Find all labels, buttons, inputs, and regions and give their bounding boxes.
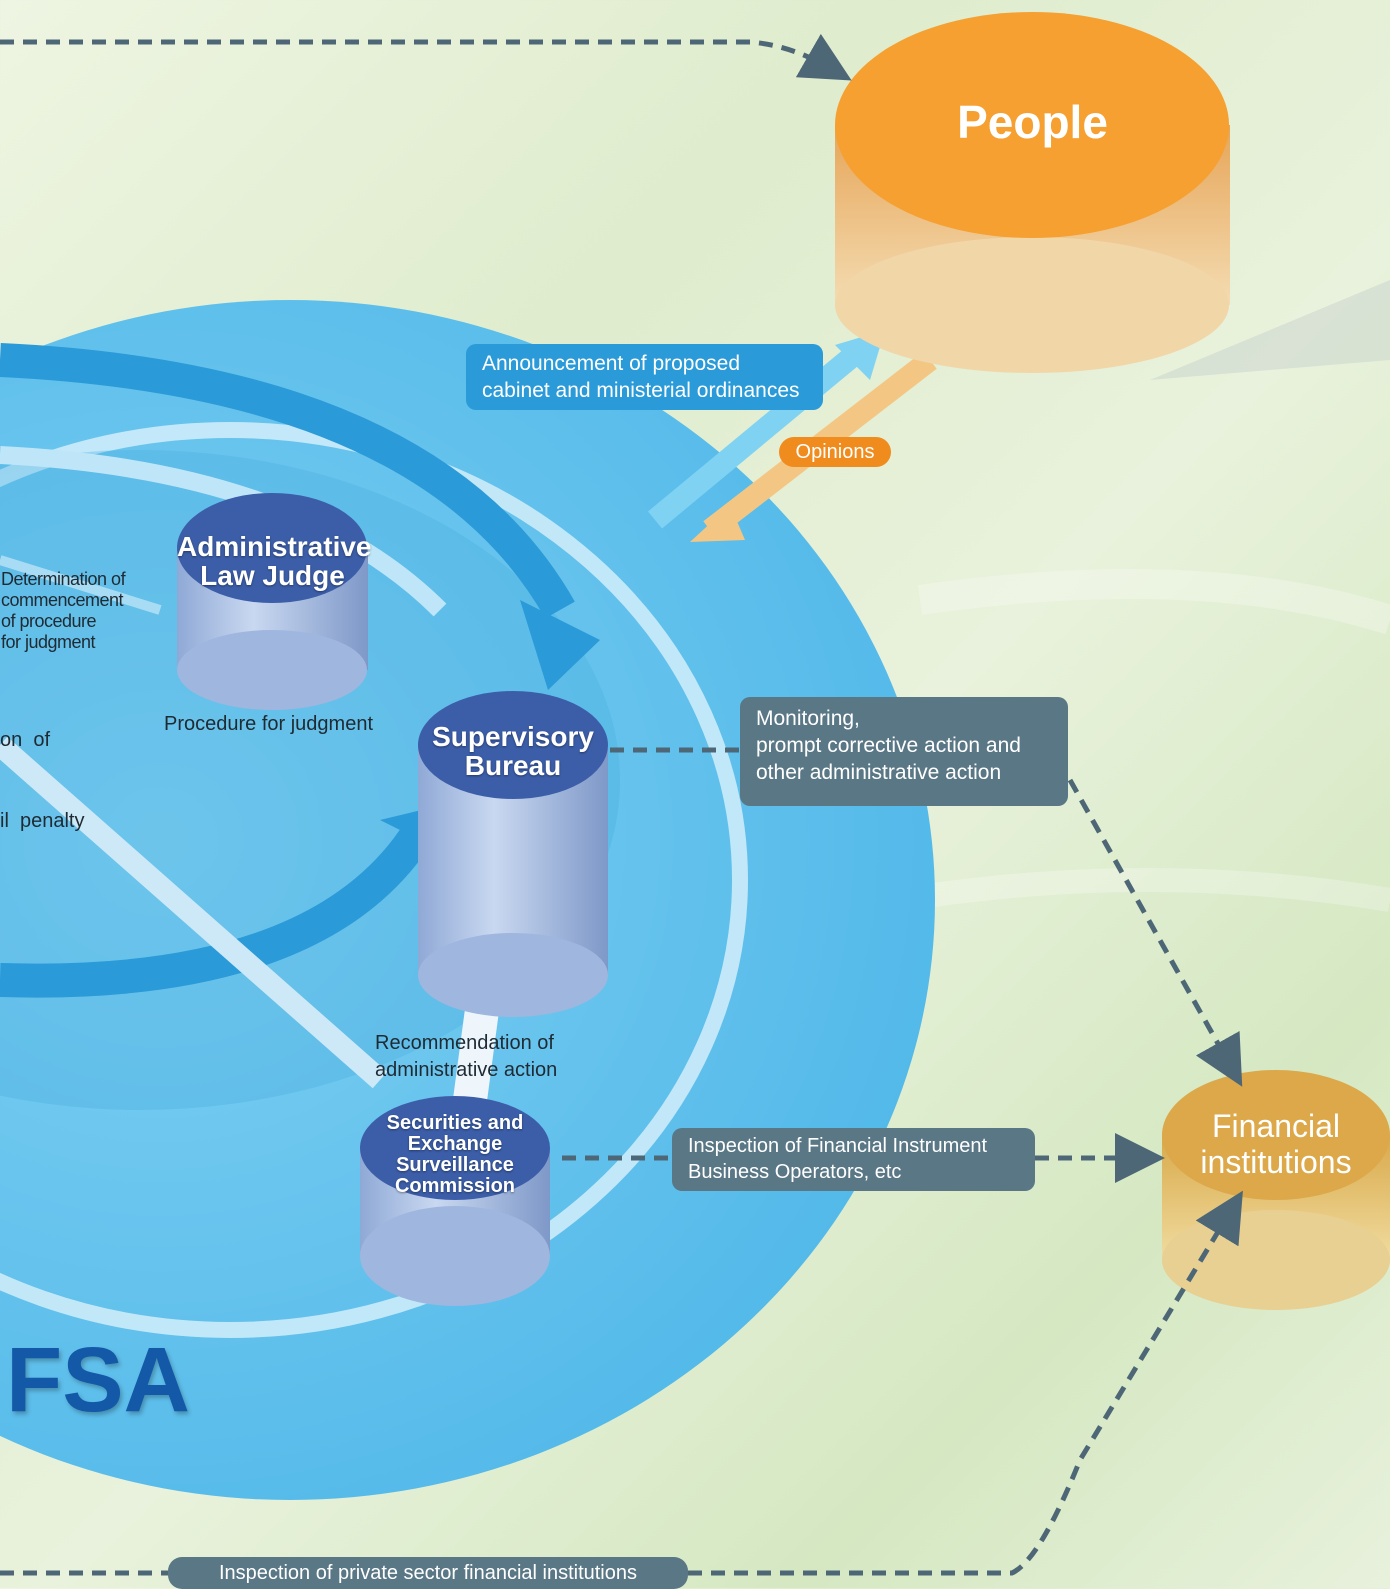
determination-line-4: for judgment xyxy=(1,632,96,652)
procedure-for-judgment-label: Procedure for judgment xyxy=(164,713,374,735)
sesc-line-1: Securities and xyxy=(386,1112,524,1134)
announcement-line-1: Announcement of proposed xyxy=(482,352,741,375)
monitoring-line-1: Monitoring, xyxy=(756,707,860,730)
determination-line-3: of procedure xyxy=(1,611,97,631)
admin-law-judge-line-1: Administrative xyxy=(177,531,372,562)
monitoring-line-2: prompt corrective action and xyxy=(756,734,1021,757)
sesc-line-2: Exchange xyxy=(407,1133,503,1155)
determination-label: Determination of commencement of procedu… xyxy=(1,569,131,653)
admin-law-judge-line-2: Law Judge xyxy=(200,560,345,591)
sesc-label: Securities and Exchange Surveillance Com… xyxy=(360,1113,550,1197)
financial-institutions-label: Financial institutions xyxy=(1162,1108,1390,1180)
cut-off-line-1: on of xyxy=(0,729,51,751)
sesc-cylinder xyxy=(360,1096,550,1306)
people-label: People xyxy=(957,96,1108,148)
admin-law-judge-cylinder xyxy=(177,493,368,710)
monitoring-box: Monitoring, prompt corrective action and… xyxy=(740,697,1068,806)
people-cylinder xyxy=(835,12,1230,373)
financial-institutions-line-1: Financial xyxy=(1211,1108,1341,1144)
recommendation-line-2: administrative action xyxy=(375,1059,558,1081)
inspection-fibo-line-2: Business Operators, etc xyxy=(688,1161,902,1183)
sesc-line-3: Surveillance xyxy=(396,1154,514,1176)
recommendation-label: Recommendation of administrative action xyxy=(375,1030,595,1084)
supervisory-bureau-cylinder xyxy=(418,691,608,1017)
recommendation-line-1: Recommendation of xyxy=(375,1032,554,1054)
cut-off-label: on of il penalty xyxy=(0,673,100,862)
determination-line-2: commencement xyxy=(1,590,124,610)
sesc-line-4: Commission xyxy=(394,1175,516,1197)
monitoring-line-3: other administrative action xyxy=(756,761,1002,784)
announcement-line-2: cabinet and ministerial ordinances xyxy=(482,379,800,402)
inspection-private-pill: Inspection of private sector financial i… xyxy=(168,1557,688,1589)
financial-institutions-line-2: institutions xyxy=(1200,1144,1352,1180)
cut-off-line-2: il penalty xyxy=(0,810,85,832)
dashed-connectors xyxy=(0,33,1243,1576)
admin-law-judge-label: Administrative Law Judge xyxy=(177,531,372,591)
background-rays xyxy=(898,280,1390,912)
supervisory-bureau-label: Supervisory Bureau xyxy=(418,722,608,780)
inspection-fibo-box: Inspection of Financial Instrument Busin… xyxy=(672,1128,1035,1191)
fsa-title: FSA xyxy=(6,1329,190,1431)
opinions-pill: Opinions xyxy=(779,437,891,467)
supervisory-bureau-line-2: Bureau xyxy=(464,750,562,781)
announcement-box: Announcement of proposed cabinet and min… xyxy=(466,344,823,410)
supervisory-bureau-line-1: Supervisory xyxy=(432,721,594,752)
inspection-fibo-line-1: Inspection of Financial Instrument xyxy=(688,1135,988,1157)
determination-line-1: Determination of xyxy=(1,569,126,589)
financial-institutions-cylinder xyxy=(1162,1070,1390,1310)
